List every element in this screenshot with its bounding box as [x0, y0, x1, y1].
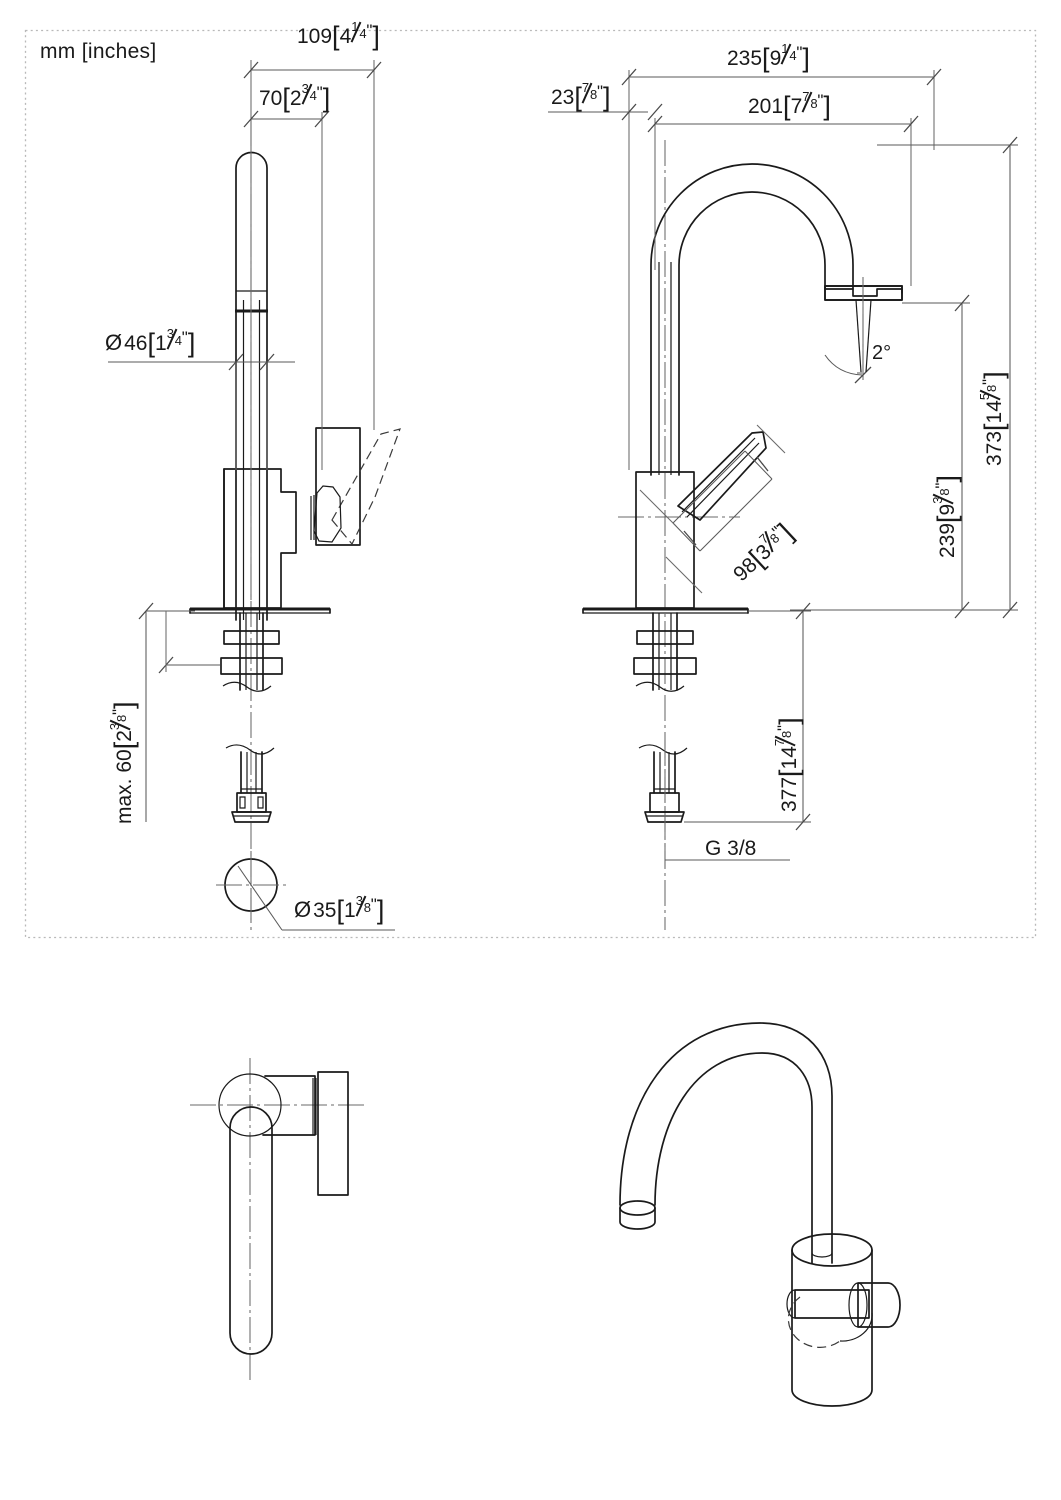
- dimensions-front-view: [548, 68, 1018, 831]
- unit-note: mm [inches]: [40, 40, 157, 63]
- dim-angle-2deg: 2°: [872, 342, 892, 364]
- view-side-elevation: [189, 120, 401, 931]
- view-perspective: [619, 1022, 901, 1407]
- view-top: [190, 1058, 368, 1380]
- drawing-frame: [24, 29, 1037, 939]
- view-front-elevation: [582, 140, 903, 930]
- dimensions-left-view: [108, 60, 382, 822]
- label-thread-g38: G 3/8: [705, 837, 757, 860]
